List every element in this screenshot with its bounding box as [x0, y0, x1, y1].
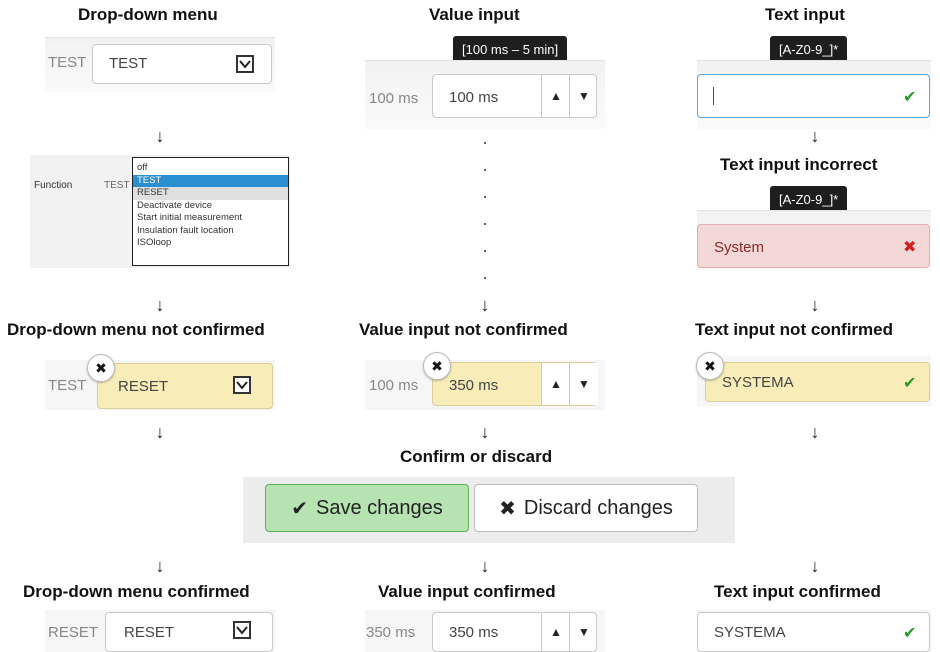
text-incorrect-input[interactable]: System ✖	[697, 224, 930, 268]
spin-up-icon[interactable]: ▲	[541, 75, 570, 117]
flow-arrow: ↓	[480, 556, 490, 576]
dropdown-nc-current-value: TEST	[48, 377, 87, 394]
dropdown-option[interactable]: off	[137, 162, 148, 173]
flow-dot	[484, 196, 486, 198]
value-not-confirmed-heading: Value input not confirmed	[359, 320, 568, 339]
dismiss-icon[interactable]: ✖	[696, 352, 724, 380]
value-range-tooltip: [100 ms – 5 min]	[453, 36, 568, 70]
flow-arrow: ↓	[810, 422, 820, 442]
flow-dot	[484, 250, 486, 252]
flow-arrow: ↓	[810, 295, 820, 315]
function-current-value: TEST	[104, 180, 130, 191]
check-icon: ✔	[291, 497, 308, 520]
chevron-down-icon[interactable]	[233, 376, 251, 394]
dropdown-select[interactable]: TEST	[92, 44, 272, 84]
save-changes-button[interactable]: ✔ Save changes	[265, 484, 469, 532]
chevron-down-icon[interactable]	[236, 55, 254, 73]
dropdown-nc-select[interactable]: RESET	[97, 363, 273, 409]
dropdown-options-list[interactable]: off TEST RESET Deactivate device Start i…	[132, 157, 289, 266]
dropdown-option[interactable]: Deactivate device	[137, 199, 212, 211]
value-heading: Value input	[429, 5, 520, 24]
save-changes-label: Save changes	[316, 496, 443, 519]
dismiss-icon[interactable]: ✖	[423, 352, 451, 380]
text-incorrect-heading: Text input incorrect	[720, 155, 878, 174]
value-input-text: 100 ms	[449, 89, 499, 106]
cross-icon: ✖	[903, 239, 917, 256]
check-icon: ✔	[903, 625, 917, 642]
value-nc-current-value: 100 ms	[369, 377, 419, 394]
dropdown-confirmed-current-value: RESET	[48, 624, 99, 641]
flow-dot	[484, 169, 486, 171]
text-heading: Text input	[765, 5, 845, 24]
spin-down-icon[interactable]: ▼	[569, 363, 598, 405]
dropdown-option[interactable]: Start initial measurement	[137, 212, 243, 223]
flow-dot	[484, 277, 486, 279]
value-nc-input[interactable]: 350 ms ▲ ▼	[432, 362, 598, 406]
dropdown-confirmed-heading: Drop-down menu confirmed	[23, 582, 250, 601]
spin-down-icon[interactable]: ▼	[569, 613, 598, 651]
flow-arrow: ↓	[155, 422, 165, 442]
value-current-value: 100 ms	[369, 90, 419, 107]
flow-arrow: ↓	[155, 126, 165, 146]
dropdown-confirmed-value: RESET	[124, 624, 175, 641]
dropdown-heading: Drop-down menu	[78, 5, 218, 24]
cross-icon: ✖	[499, 497, 516, 520]
dropdown-confirmed-select[interactable]: RESET	[105, 612, 273, 652]
text-nc-input[interactable]: SYSTEMA ✔	[705, 362, 930, 402]
text-confirmed-value: SYSTEMA	[714, 624, 786, 641]
dismiss-icon[interactable]: ✖	[87, 354, 115, 382]
chevron-down-icon[interactable]	[233, 621, 251, 639]
flow-arrow: ↓	[155, 556, 165, 576]
dropdown-option-selected[interactable]: TEST	[133, 174, 288, 187]
value-input[interactable]: 100 ms ▲ ▼	[432, 74, 597, 118]
value-confirmed-heading: Value input confirmed	[378, 582, 556, 601]
check-icon: ✔	[903, 89, 917, 106]
flow-arrow: ↓	[480, 422, 490, 442]
text-not-confirmed-heading: Text input not confirmed	[695, 320, 894, 339]
dropdown-nc-value: RESET	[118, 378, 169, 395]
dropdown-option[interactable]: Insulation fault location	[137, 224, 234, 236]
flow-arrow: ↓	[810, 556, 820, 576]
dropdown-not-confirmed-heading: Drop-down menu not confirmed	[7, 320, 265, 339]
text-cursor	[713, 87, 714, 105]
spin-up-icon[interactable]: ▲	[541, 613, 570, 651]
value-confirmed-input[interactable]: 350 ms ▲ ▼	[432, 612, 597, 652]
text-confirmed-input[interactable]: SYSTEMA ✔	[697, 612, 930, 652]
discard-changes-button[interactable]: ✖ Discard changes	[474, 484, 698, 532]
text-incorrect-value: System	[714, 239, 765, 256]
flow-dot	[484, 223, 486, 225]
dropdown-current-value: TEST	[48, 54, 87, 71]
flow-arrow: ↓	[810, 126, 820, 146]
check-icon: ✔	[903, 375, 917, 392]
flow-dot	[484, 142, 486, 144]
confirm-heading: Confirm or discard	[400, 447, 553, 466]
flow-arrow: ↓	[155, 295, 165, 315]
text-confirmed-heading: Text input confirmed	[714, 582, 881, 601]
text-input[interactable]: ✔	[697, 74, 930, 118]
discard-changes-label: Discard changes	[523, 496, 673, 519]
value-nc-text: 350 ms	[449, 377, 499, 394]
dropdown-option-hovered[interactable]: RESET	[133, 187, 288, 200]
text-pattern-tooltip: [A-Z0-9_]*	[770, 36, 848, 70]
dropdown-select-value: TEST	[109, 55, 148, 72]
text-nc-value: SYSTEMA	[722, 374, 794, 391]
spin-down-icon[interactable]: ▼	[569, 75, 598, 117]
flow-arrow: ↓	[480, 295, 490, 315]
function-label: Function	[34, 180, 73, 191]
value-confirmed-text: 350 ms	[449, 624, 499, 641]
spin-up-icon[interactable]: ▲	[541, 363, 570, 405]
value-confirmed-current-value: 350 ms	[366, 624, 416, 641]
dropdown-option[interactable]: ISOloop	[137, 237, 172, 248]
